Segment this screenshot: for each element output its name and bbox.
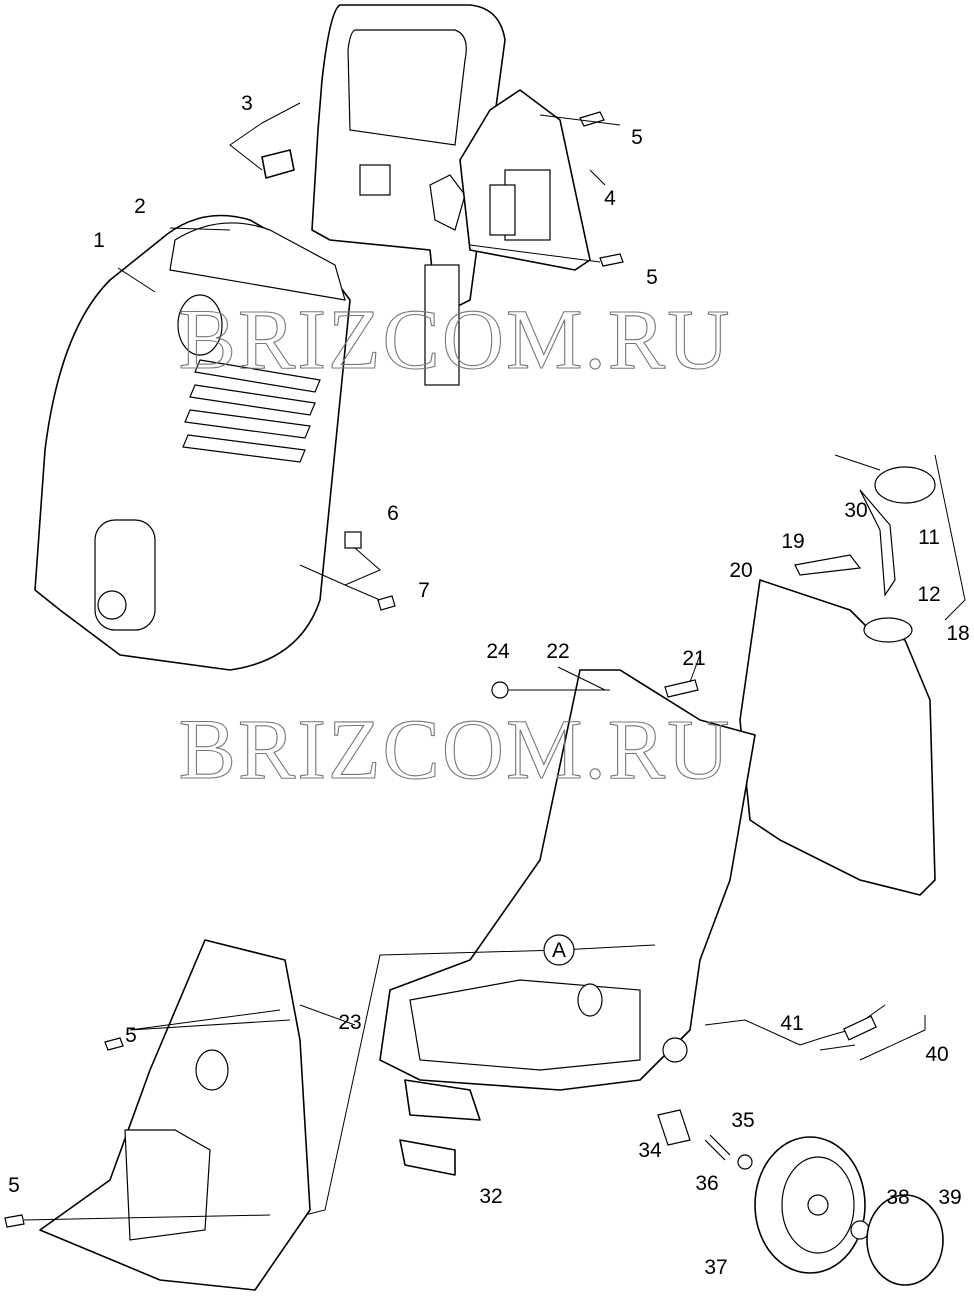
label-12: 12 (917, 583, 940, 606)
part-back-cover (459, 89, 591, 271)
screw-icon (377, 595, 396, 611)
label-4: 4 (604, 187, 616, 210)
label-11: 11 (918, 526, 940, 549)
watermark: BRIZCOM.RU (179, 701, 732, 797)
label-5: 5 (8, 1174, 20, 1197)
part-washer (737, 1154, 753, 1170)
screw-icon (579, 111, 605, 127)
label-32: 32 (479, 1185, 502, 1208)
part-filter-assembly (794, 454, 966, 621)
label-38: 38 (886, 1186, 909, 1209)
label-18: 18 (946, 622, 969, 645)
label-37: 37 (704, 1256, 727, 1279)
part-cap (261, 149, 295, 179)
label-40: 40 (925, 1043, 948, 1066)
part-axle (657, 1109, 691, 1146)
label-39: 39 (938, 1186, 961, 1209)
label-30: 30 (844, 499, 867, 522)
part-foot-pad (399, 1139, 456, 1176)
label-5: 5 (631, 126, 643, 149)
label-36: 36 (695, 1172, 718, 1195)
part-clip (344, 531, 362, 549)
screw-icon (664, 679, 699, 698)
part-tank (739, 579, 936, 896)
part-wheel (754, 1136, 866, 1274)
label-34: 34 (638, 1139, 662, 1162)
part-base-frame (379, 669, 756, 1091)
part-spring (704, 1134, 731, 1161)
part-front-hood (34, 214, 351, 671)
part-cable (704, 1004, 926, 1061)
callout-marker (543, 934, 575, 966)
label-41: 41 (780, 1012, 803, 1035)
part-hub-cap (866, 1194, 944, 1286)
nut-icon (491, 681, 509, 699)
label-7: 7 (418, 579, 430, 602)
label-2: 2 (134, 195, 146, 218)
label-5: 5 (646, 266, 658, 289)
label-22: 22 (546, 640, 569, 663)
part-retaining-ring (850, 1220, 870, 1240)
part-lower-front-panel (39, 939, 311, 1291)
screw-icon (4, 1214, 25, 1228)
label-21: 21 (682, 647, 705, 670)
label-24: 24 (486, 640, 510, 663)
label-19: 19 (781, 530, 804, 553)
part-labels: 3 5 2 4 1 5 6 7 30 19 11 20 12 18 24 22 … (8, 92, 970, 1279)
label-3: 3 (241, 92, 253, 115)
label-35: 35 (731, 1109, 754, 1132)
label-1: 1 (93, 229, 105, 252)
label-6: 6 (387, 502, 399, 525)
callout-letter: A (552, 939, 566, 962)
label-5: 5 (125, 1024, 137, 1047)
part-foot (404, 1079, 481, 1121)
label-23: 23 (338, 1011, 361, 1034)
screw-icon (104, 1037, 124, 1051)
part-handle-frame (311, 4, 506, 386)
label-20: 20 (729, 559, 752, 582)
watermark: BRIZCOM.RU (179, 291, 732, 387)
screw-icon (599, 253, 624, 267)
